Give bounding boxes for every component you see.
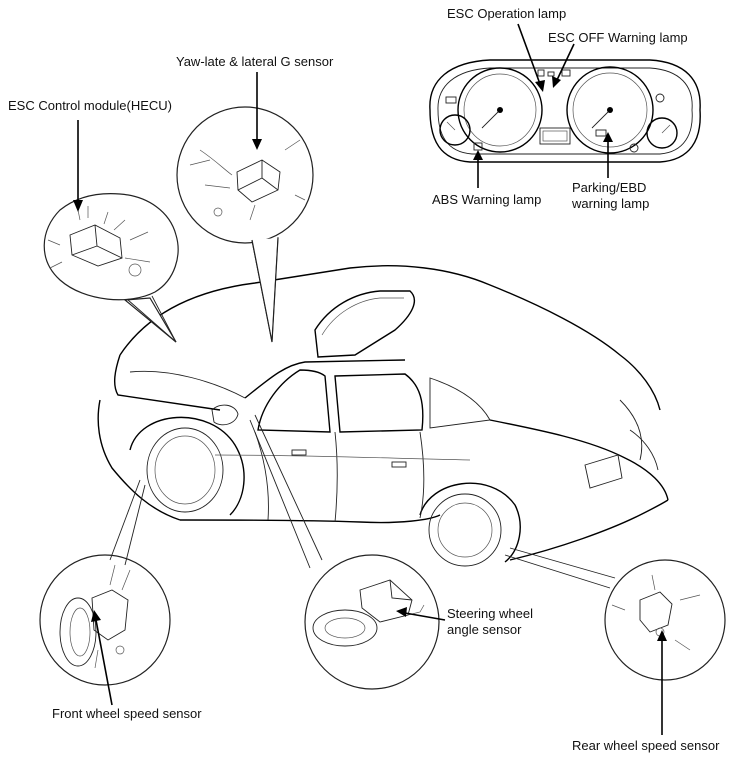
label-parking-ebd-lamp: Parking/EBD warning lamp	[572, 180, 650, 211]
leader-lines	[73, 23, 667, 735]
sedan-car-icon	[97, 265, 669, 567]
label-rear-wheel-speed-sensor: Rear wheel speed sensor	[572, 738, 720, 753]
label-esc-operation-lamp: ESC Operation lamp	[447, 6, 567, 21]
label-esc-off-warning-lamp: ESC OFF Warning lamp	[548, 30, 688, 45]
instrument-cluster-icon	[429, 59, 701, 163]
steering-angle-sensor-icon	[249, 414, 440, 690]
yaw-sensor-icon	[176, 106, 314, 343]
front-wheel-sensor-icon	[39, 479, 171, 686]
label-steering-angle-sensor: Steering wheel angle sensor	[447, 606, 533, 637]
rear-wheel-sensor-icon	[504, 547, 726, 681]
label-yaw-rate-sensor: Yaw-late & lateral G sensor	[176, 54, 334, 69]
label-esc-control-module: ESC Control module(HECU)	[8, 98, 172, 113]
label-abs-warning-lamp: ABS Warning lamp	[432, 192, 542, 207]
hecu-module-icon	[43, 193, 179, 343]
label-front-wheel-speed-sensor: Front wheel speed sensor	[52, 706, 202, 721]
